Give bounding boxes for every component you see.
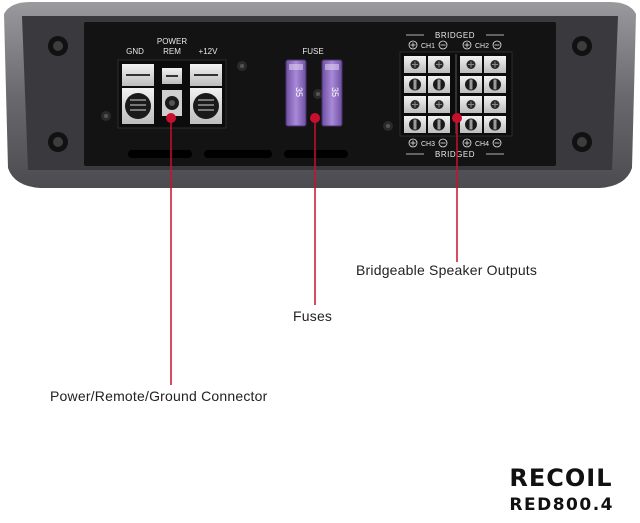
speaker-terminal[interactable] (428, 116, 450, 133)
fuse-label: FUSE (302, 47, 323, 56)
fuse-1-value: 35 (294, 87, 304, 97)
fuse-2[interactable]: 35 (321, 59, 343, 127)
speaker-terminal[interactable] (460, 56, 482, 73)
speaker-terminal[interactable] (484, 116, 506, 133)
speaker-terminal[interactable] (428, 76, 450, 93)
12v-label: +12V (199, 47, 219, 56)
ch2-polarity-minus-icon (492, 40, 502, 50)
speaker-terminal[interactable] (484, 56, 506, 73)
speaker-terminal[interactable] (460, 96, 482, 113)
gnd-label: GND (126, 47, 144, 56)
callout-line-power-connector (166, 113, 176, 385)
mounting-screw-top-right (572, 36, 592, 56)
speaker-terminal[interactable] (428, 56, 450, 73)
callout-speaker-outputs: Bridgeable Speaker Outputs (356, 262, 538, 278)
ch4-polarity-minus-icon (492, 138, 502, 148)
speaker-terminal[interactable] (404, 76, 426, 93)
speaker-terminal[interactable] (460, 116, 482, 133)
ch1-label: CH1 (421, 43, 435, 50)
speaker-terminal[interactable] (484, 96, 506, 113)
gnd-terminal[interactable] (122, 64, 154, 124)
callout-power-connector: Power/Remote/Ground Connector (50, 388, 268, 404)
speaker-terminal[interactable] (428, 96, 450, 113)
rem-terminal[interactable] (162, 68, 182, 116)
ch1-polarity-plus-icon (408, 40, 418, 50)
panel-screw (383, 121, 393, 131)
ch4-polarity-plus-icon (462, 138, 472, 148)
speaker-terminal[interactable] (484, 76, 506, 93)
12v-terminal[interactable] (190, 64, 222, 124)
speaker-terminal[interactable] (404, 116, 426, 133)
mounting-screw-bottom-left (48, 132, 68, 152)
fuse-2-value: 35 (330, 87, 340, 97)
brand-logo: RECOIL (509, 464, 613, 492)
ch3-polarity-plus-icon (408, 138, 418, 148)
ch2-label: CH2 (475, 43, 489, 50)
callout-fuses: Fuses (293, 308, 333, 324)
power-label: POWER (157, 37, 187, 46)
mounting-screw-top-left (48, 36, 68, 56)
speaker-terminal[interactable] (404, 56, 426, 73)
bridged-top-label: BRIDGED (435, 31, 475, 40)
ch4-label: CH4 (475, 141, 489, 148)
brand-block: RECOIL RED800.4 (509, 466, 614, 514)
speaker-terminal[interactable] (460, 76, 482, 93)
speaker-terminal[interactable] (404, 96, 426, 113)
speaker-terminal-block (399, 51, 513, 137)
ch3-polarity-minus-icon (438, 138, 448, 148)
panel-screw (101, 111, 111, 121)
model-number: RED800.4 (509, 495, 614, 515)
ch2-polarity-plus-icon (462, 40, 472, 50)
ch1-polarity-minus-icon (438, 40, 448, 50)
mounting-screw-bottom-right (572, 132, 592, 152)
bridged-bottom-label: BRIDGED (435, 150, 475, 159)
panel-screw (313, 89, 323, 99)
panel-screw (237, 61, 247, 71)
ch3-label: CH3 (421, 141, 435, 148)
fuse-1[interactable]: 35 (285, 59, 307, 127)
vent-slots (128, 150, 348, 158)
callout-line-speaker-outputs (452, 113, 462, 262)
rem-label: REM (163, 47, 181, 56)
callout-line-fuses (310, 113, 320, 305)
